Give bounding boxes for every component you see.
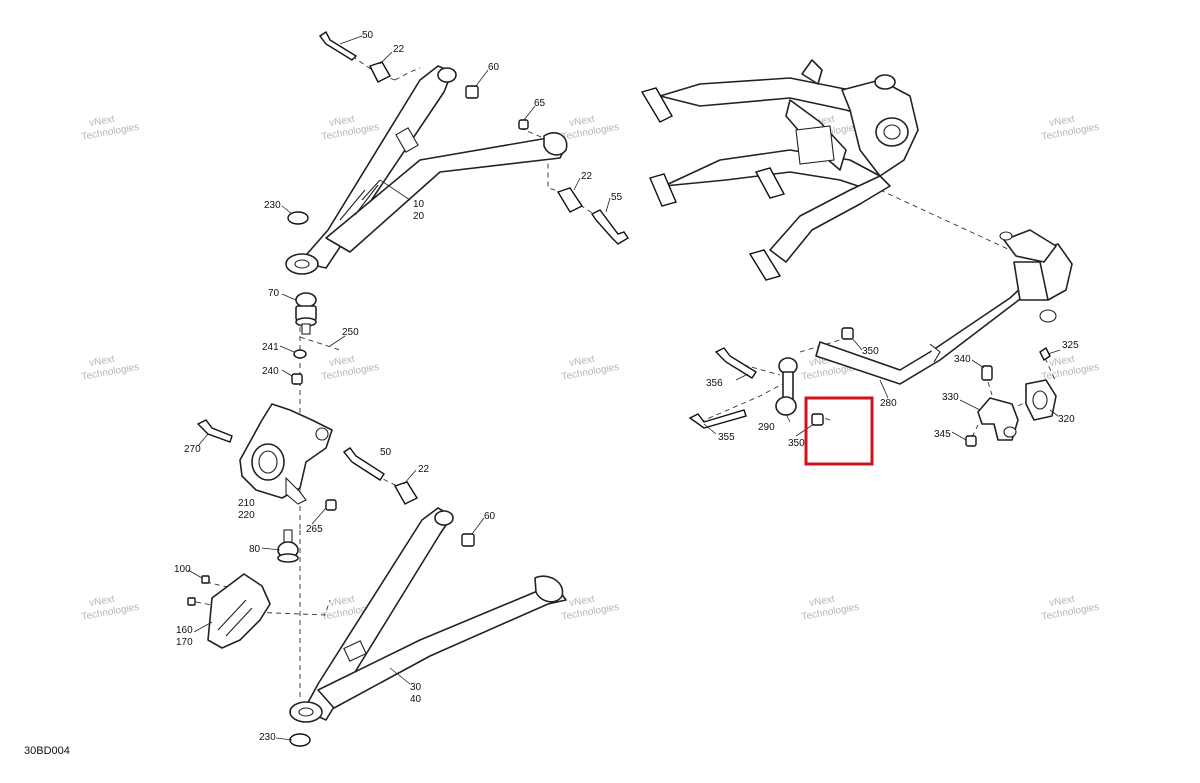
lower-ball-joint <box>277 529 299 563</box>
callout-40: 40 <box>410 694 422 705</box>
arm-guard-plate <box>207 573 271 649</box>
lower-a-arm <box>289 507 567 723</box>
callout-60-lower: 60 <box>484 511 496 522</box>
callout-160: 160 <box>176 625 193 636</box>
highlight-box <box>804 396 874 466</box>
svg-text:vNext: vNext <box>88 354 115 369</box>
svg-text:vNext: vNext <box>568 114 595 129</box>
callout-270: 270 <box>184 444 201 455</box>
svg-text:vNext: vNext <box>568 594 595 609</box>
svg-text:vNext: vNext <box>328 354 355 369</box>
callout-250: 250 <box>342 327 359 338</box>
upper-a-arm <box>285 65 568 275</box>
callout-10: 10 <box>413 199 425 210</box>
callout-265: 265 <box>306 524 323 535</box>
callout-70: 70 <box>268 288 280 299</box>
callout-50-upper: 50 <box>362 30 374 41</box>
sway-bar-link <box>775 357 798 416</box>
callout-60-upper: 60 <box>488 62 500 73</box>
svg-text:vNext: vNext <box>568 354 595 369</box>
callout-280: 280 <box>880 398 897 409</box>
callout-230-lower: 230 <box>259 732 276 743</box>
callout-355: 355 <box>718 432 735 443</box>
callout-320: 320 <box>1058 414 1075 425</box>
callout-22-mid: 22 <box>581 171 593 182</box>
svg-text:vNext: vNext <box>88 114 115 129</box>
diagram-reference-code: 30BD004 <box>24 745 70 757</box>
callout-22-upper: 22 <box>393 44 405 55</box>
hardware-bolts <box>187 30 629 747</box>
svg-text:vNext: vNext <box>1048 354 1075 369</box>
callout-350-lower: 350 <box>788 438 805 449</box>
frame-section <box>640 59 919 281</box>
svg-text:vNext: vNext <box>1048 114 1075 129</box>
callout-350-upper: 350 <box>862 346 879 357</box>
callout-345: 345 <box>934 429 951 440</box>
upper-ball-joint <box>295 292 317 335</box>
callout-290: 290 <box>758 422 775 433</box>
callout-80: 80 <box>249 544 261 555</box>
sway-bar-clamp <box>965 346 1057 447</box>
callout-65: 65 <box>534 98 546 109</box>
callout-leaders <box>187 35 1061 741</box>
callout-22-lower: 22 <box>418 464 430 475</box>
callout-325: 325 <box>1062 340 1079 351</box>
callout-170: 170 <box>176 637 193 648</box>
sway-bar <box>815 229 1073 385</box>
link-hardware <box>688 327 854 429</box>
callout-241: 241 <box>262 342 279 353</box>
callout-220: 220 <box>238 510 255 521</box>
callout-30: 30 <box>410 682 422 693</box>
callout-340: 340 <box>954 354 971 365</box>
callout-240: 240 <box>262 366 279 377</box>
svg-text:vNext: vNext <box>328 594 355 609</box>
svg-text:vNext: vNext <box>328 114 355 129</box>
callout-20: 20 <box>413 211 425 222</box>
callout-100: 100 <box>174 564 191 575</box>
callout-labels: 50 22 60 65 10 20 230 22 55 70 250 241 2… <box>174 30 1079 743</box>
callout-330: 330 <box>942 392 959 403</box>
svg-text:vNext: vNext <box>88 594 115 609</box>
callout-230-upper: 230 <box>264 200 281 211</box>
callout-55: 55 <box>611 192 623 203</box>
callout-50-lower: 50 <box>380 447 392 458</box>
callout-210: 210 <box>238 498 255 509</box>
steering-knuckle <box>239 403 333 505</box>
callout-356: 356 <box>706 378 723 389</box>
svg-text:vNext: vNext <box>808 594 835 609</box>
svg-text:vNext: vNext <box>1048 594 1075 609</box>
